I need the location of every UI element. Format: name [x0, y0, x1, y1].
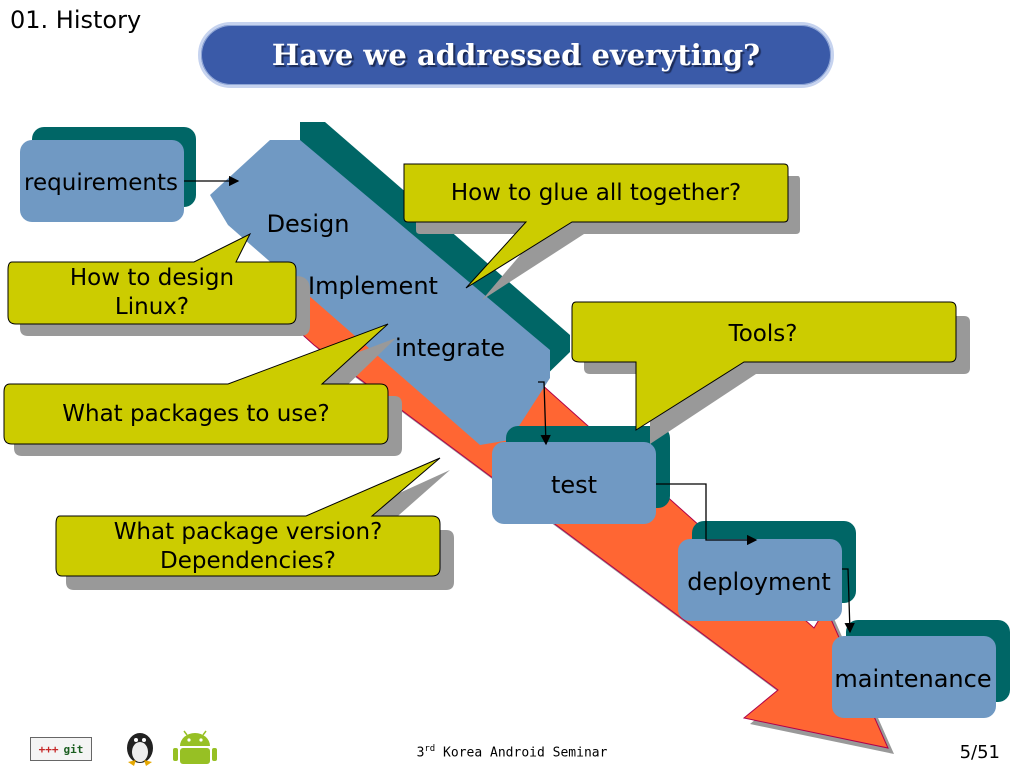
- footer-seminar-name: Korea Android Seminar: [435, 745, 608, 761]
- slide-title-banner: Have we addressed everyting?: [198, 22, 834, 88]
- callout-version-line1: What package version?: [113, 519, 383, 545]
- slide-title: Have we addressed everyting?: [271, 38, 761, 72]
- tux-penguin-icon: [127, 733, 153, 766]
- stage-label-requirements: requirements: [24, 170, 178, 196]
- callout-packages-text: What packages to use?: [62, 401, 330, 427]
- footer-seminar-ordinal: rd: [424, 744, 436, 754]
- callout-design-linux: [7, 232, 310, 336]
- stage-label-deployment: deployment: [687, 568, 831, 596]
- connector-lines: [184, 175, 855, 634]
- stage-label-design: Design: [266, 210, 350, 238]
- test-box: [492, 426, 670, 524]
- callout-tools-text: Tools?: [728, 321, 798, 347]
- callout-glue: [403, 163, 800, 300]
- requirements-box: [20, 127, 196, 222]
- callout-tools: [571, 301, 970, 444]
- callout-version-line2: Dependencies?: [160, 548, 336, 574]
- deployment-box: [678, 521, 856, 621]
- stage-label-integrate: integrate: [394, 334, 506, 362]
- footer-seminar: 3rd Korea Android Seminar: [0, 744, 1024, 760]
- page-number: 5/51: [959, 742, 1000, 763]
- android-robot-icon: [173, 730, 217, 764]
- git-logo-plus: +++: [38, 742, 59, 756]
- maintenance-box: [832, 620, 1010, 718]
- git-logo-icon: +++ git: [30, 737, 92, 761]
- callout-glue-text: How to glue all together?: [450, 180, 742, 206]
- callout-packages: [3, 323, 402, 456]
- stage-label-implement: Implement: [308, 272, 438, 300]
- callout-design-linux-line1: How to design: [69, 265, 235, 291]
- footer-seminar-number: 3: [416, 745, 425, 761]
- stage-label-test: test: [550, 471, 598, 499]
- stage-label-maintenance: maintenance: [834, 665, 992, 693]
- section-title: 01. History: [10, 6, 142, 34]
- design-implement-integrate-box: [210, 122, 570, 445]
- callout-version: [55, 457, 454, 590]
- callout-design-linux-line2: Linux?: [114, 294, 190, 320]
- git-logo-label: git: [63, 742, 84, 756]
